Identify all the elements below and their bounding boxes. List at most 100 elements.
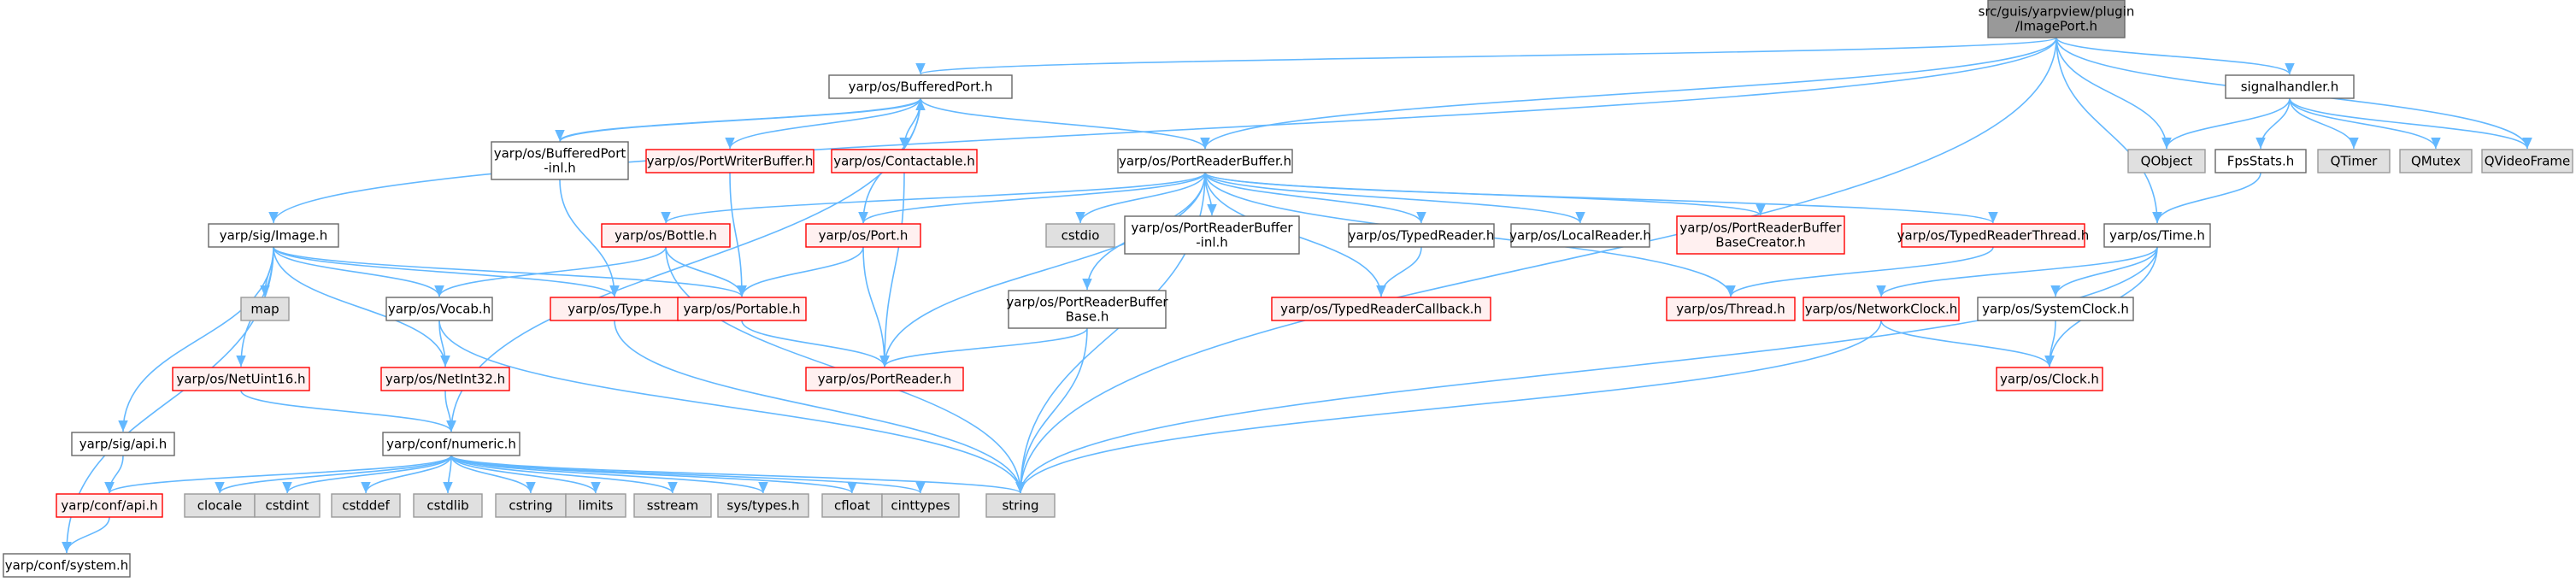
node-qtimer[interactable]: QTimer [2317,149,2391,173]
node-qobject[interactable]: QObject [2127,149,2206,173]
node-box [2127,149,2206,173]
node-clocale[interactable]: clocale [184,493,256,518]
node-box [2399,149,2473,173]
node-label: yarp/os/PortReaderBuffer [1131,220,1293,236]
node-label: yarp/os/NetInt32.h [385,372,505,387]
node-networkclock[interactable]: yarp/os/NetworkClock.h [1803,297,1960,321]
node-sigapi[interactable]: yarp/sig/api.h [71,432,175,456]
node-portable[interactable]: yarp/os/Portable.h [677,297,807,321]
node-time[interactable]: yarp/os/Time.h [2103,223,2211,248]
edge-numeric-to-cstdlib [443,455,453,494]
node-cstddef[interactable]: cstddef [331,493,401,518]
node-typedreadercallback[interactable]: yarp/os/TypedReaderCallback.h [1271,297,1491,321]
node-cstdlib[interactable]: cstdlib [413,493,483,518]
node-label: yarp/os/BufferedPort [494,146,626,162]
edge-bufferedport-to-portwriterbuffer [725,97,921,150]
node-cfloat[interactable]: cfloat [821,493,883,518]
edge-netuint16-to-numeric [240,390,456,432]
edge-root-to-time [2056,37,2162,224]
node-typedreader[interactable]: yarp/os/TypedReader.h [1348,223,1495,248]
node-localreader[interactable]: yarp/os/LocalReader.h [1509,223,1651,248]
node-label: sys/types.h [726,498,799,514]
edge-fpsstats-to-time [2152,172,2261,224]
edge-image-to-vocab [273,246,444,297]
node-image[interactable]: yarp/sig/Image.h [208,223,339,248]
node-label: yarp/conf/system.h [5,558,129,573]
node-signalhandler[interactable]: signalhandler.h [2225,74,2355,99]
node-box [56,493,163,518]
edge-numeric-to-sstream [450,455,678,494]
node-bottle[interactable]: yarp/os/Bottle.h [601,223,731,248]
node-thread[interactable]: yarp/os/Thread.h [1666,297,1796,321]
node-label: signalhandler.h [2241,79,2339,95]
node-portreaderbuffer[interactable]: yarp/os/PortReaderBuffer.h [1117,149,1293,173]
node-netuint16[interactable]: yarp/os/NetUint16.h [172,367,310,391]
node-string[interactable]: string [985,493,1056,518]
node-portreader[interactable]: yarp/os/PortReader.h [805,367,964,391]
node-label: yarp/os/TypedReaderThread.h [1897,228,2090,244]
edge-netint32-to-numeric [444,390,456,432]
node-portwriterbuffer[interactable]: yarp/os/PortWriterBuffer.h [645,149,815,173]
edge-time-to-systemclock [2050,246,2158,297]
node-numeric[interactable]: yarp/conf/numeric.h [382,432,520,456]
edge-portreaderbuffer-to-typedreaderthread [1204,172,1998,224]
node-box [413,493,483,518]
edge-signalhandler-to-qtimer [2289,97,2359,150]
edge-numeric-to-limits [450,455,601,494]
node-box [550,297,679,321]
node-cstdio[interactable]: cstdio [1045,223,1115,248]
node-systypes[interactable]: sys/types.h [717,493,809,518]
node-label: FpsStats.h [2227,154,2295,169]
edge-layer [62,37,2532,554]
node-box [1987,0,2126,38]
node-contactable[interactable]: yarp/os/Contactable.h [831,149,978,173]
node-label: string [1002,498,1038,514]
node-cstdint[interactable]: cstdint [254,493,321,518]
node-sstream[interactable]: sstream [633,493,712,518]
node-bufferedport-inl[interactable]: yarp/os/BufferedPort-inl.h [491,141,629,180]
node-root[interactable]: src/guis/yarpview/plugin/ImagePort.h [1979,0,2135,38]
edge-prb-base-to-portreader [879,327,1088,367]
node-confsystem[interactable]: yarp/conf/system.h [3,553,131,578]
node-label: yarp/os/LocalReader.h [1509,228,1651,244]
node-box [1008,290,1167,329]
node-cstring[interactable]: cstring [495,493,567,518]
edge-networkclock-to-clock [1880,320,2055,367]
node-cinttypes[interactable]: cinttypes [881,493,960,518]
node-port[interactable]: yarp/os/Port.h [805,223,921,248]
node-qvideoframe[interactable]: QVideoFrame [2481,149,2573,173]
node-label: -inl.h [1196,235,1228,250]
node-box [601,223,731,248]
edge-image-to-netint32 [273,246,450,367]
edge-signalhandler-to-qvideoframe [2289,97,2532,150]
node-limits[interactable]: limits [565,493,626,518]
node-label: yarp/os/Type.h [568,302,662,317]
node-bufferedport[interactable]: yarp/os/BufferedPort.h [828,74,1013,99]
node-type[interactable]: yarp/os/Type.h [550,297,679,321]
node-label: QVideoFrame [2485,154,2571,169]
node-netint32[interactable]: yarp/os/NetInt32.h [380,367,510,391]
node-box [821,493,883,518]
node-systemclock[interactable]: yarp/os/SystemClock.h [1977,297,2134,321]
node-qmutex[interactable]: QMutex [2399,149,2473,173]
node-portreaderbuffer-inl[interactable]: yarp/os/PortReaderBuffer-inl.h [1124,215,1300,255]
node-vocab[interactable]: yarp/os/Vocab.h [385,297,493,321]
edge-image-to-sigapi [118,246,274,432]
edge-numeric-to-cinttypes [450,455,926,494]
node-map[interactable]: map [240,297,290,321]
node-label: -inl.h [544,161,576,176]
edge-root-to-image [268,37,2057,224]
node-label: yarp/conf/numeric.h [386,437,516,452]
node-label: cstdint [265,498,309,514]
edge-port-to-portable [737,246,864,297]
node-label: sstream [647,498,698,514]
node-confapi[interactable]: yarp/conf/api.h [56,493,163,518]
edge-numeric-to-string [450,455,1026,494]
node-box [1124,215,1300,255]
node-typedreaderthread[interactable]: yarp/os/TypedReaderThread.h [1897,223,2090,248]
node-label: yarp/os/Port.h [819,228,909,244]
node-clock[interactable]: yarp/os/Clock.h [1996,367,2103,391]
node-fpsstats[interactable]: FpsStats.h [2214,149,2307,173]
